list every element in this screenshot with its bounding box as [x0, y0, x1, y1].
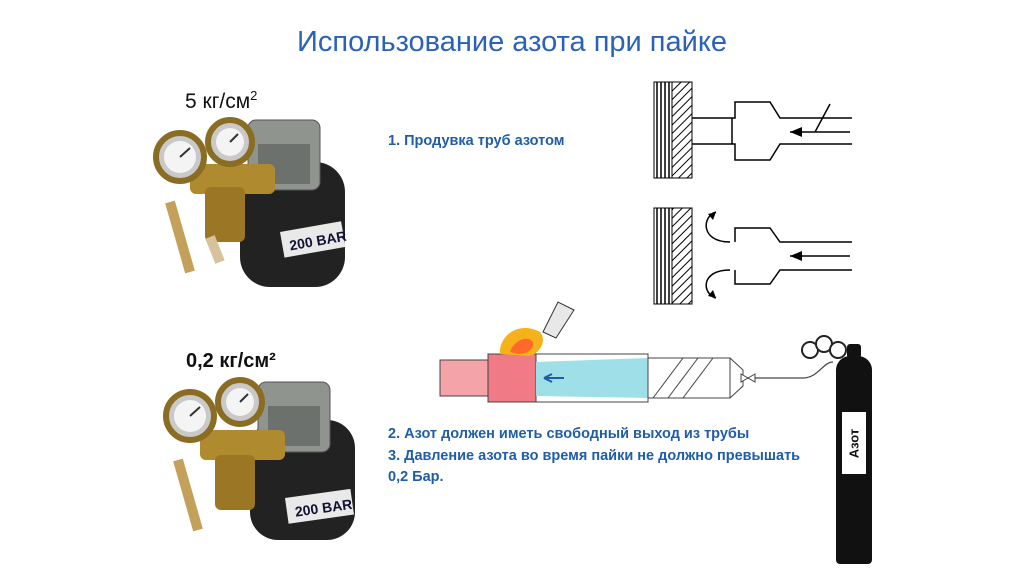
high-pressure-value: 5 кг/см [185, 90, 250, 113]
cylinder-label-box: Азот [842, 412, 866, 474]
nitrogen-cylinder: Азот [836, 356, 872, 564]
brazing-diagram [438, 292, 878, 412]
cylinder-valve [847, 344, 861, 358]
regulator-photo-bottom: 200 BAR [160, 380, 365, 540]
low-pressure-label: 0,2 кг/см² [186, 350, 276, 373]
page-title: Использование азота при пайке [0, 26, 1024, 59]
step-3-text: 3. Давление азота во время пайки не долж… [388, 446, 818, 488]
flow-diagram [640, 80, 860, 305]
cylinder-label: Азот [847, 428, 862, 458]
step-1-text: 1. Продувка труб азотом [388, 131, 564, 152]
regulator-photo-top: 200 BAR [150, 112, 355, 287]
step-2-text: 2. Азот должен иметь свободный выход из … [388, 424, 828, 445]
high-pressure-exponent: 2 [250, 88, 257, 103]
high-pressure-label: 5 кг/см2 [185, 88, 257, 114]
